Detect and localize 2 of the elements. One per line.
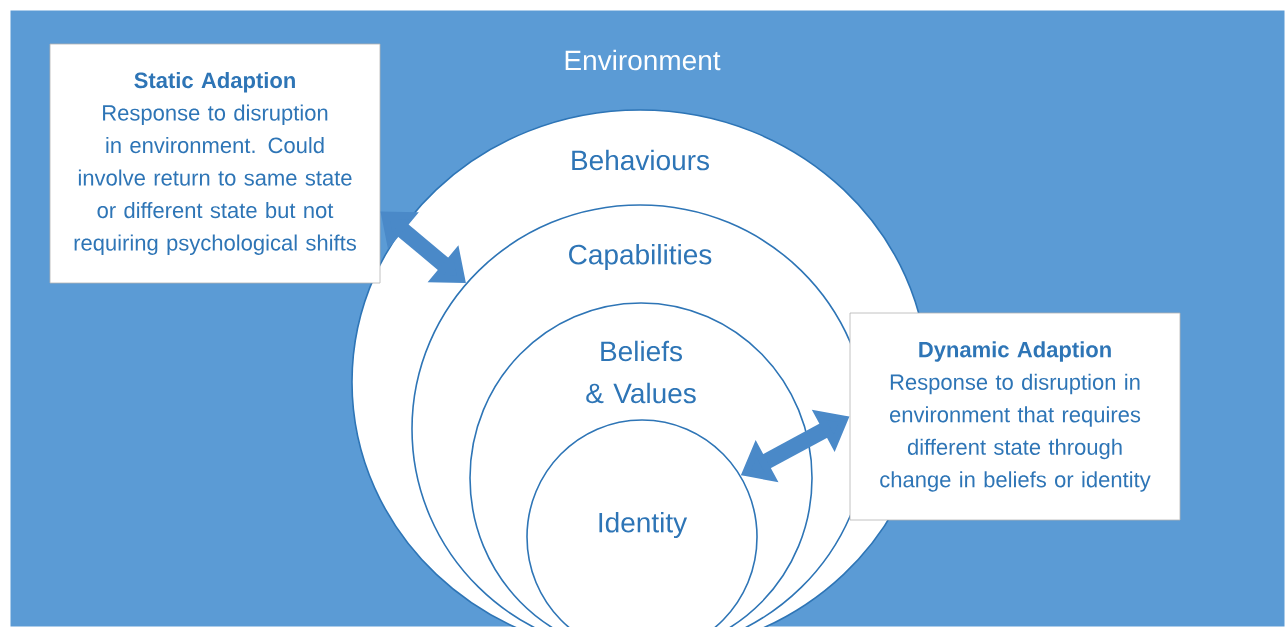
text-box: Static Adaption Response to disruption in environment. Could involve return to same state or different state but not requiring psychological shifts (49, 43, 381, 284)
text-box: Dynamic Adaption Response to disruption in environment that requires different state through change in beliefs or identity (849, 312, 1181, 521)
